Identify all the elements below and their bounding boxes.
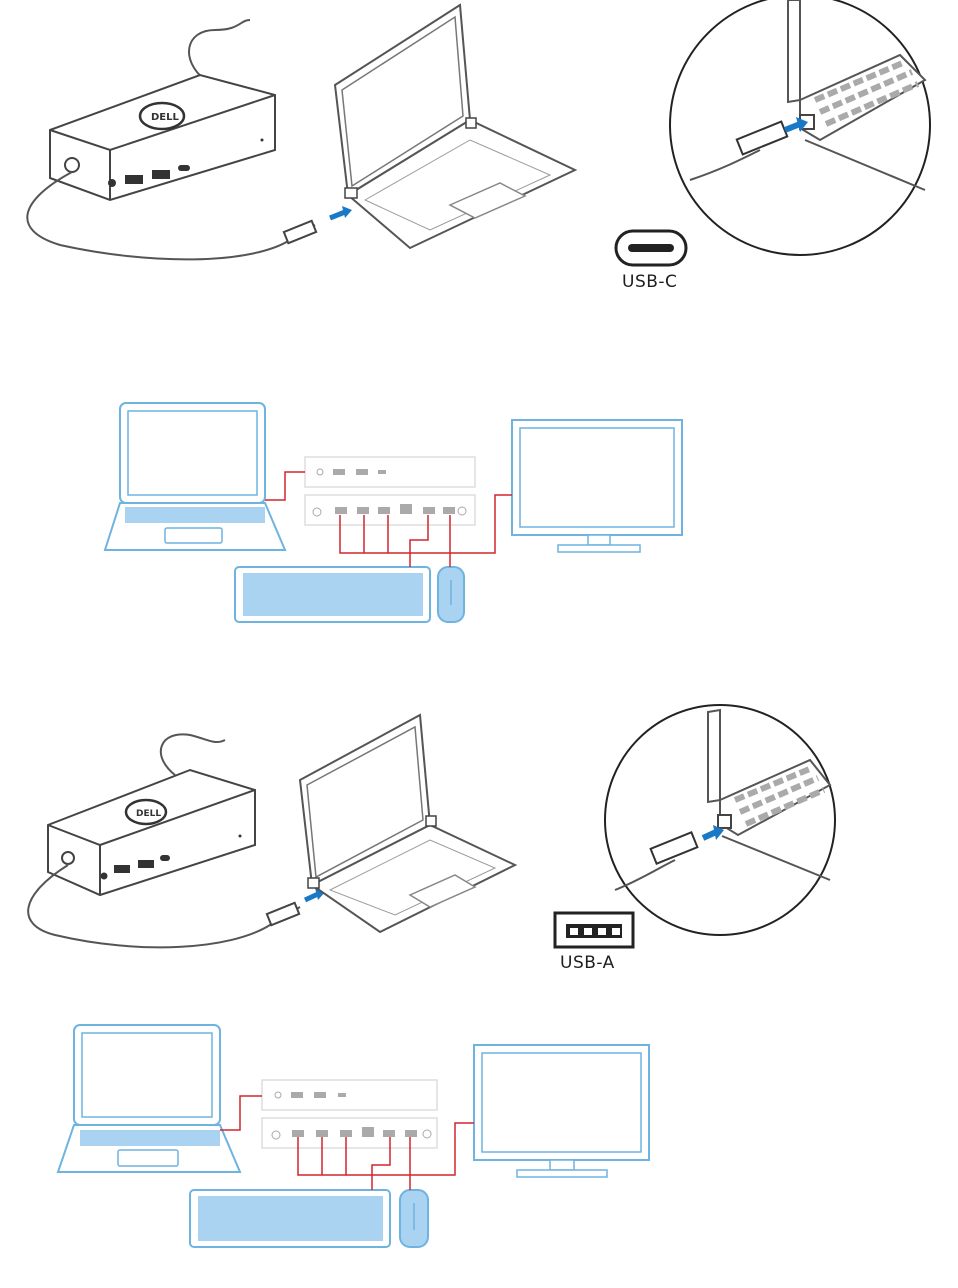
usb-port (152, 170, 170, 179)
zoom-detail (670, 0, 930, 255)
dell-logo-text: DELL (151, 112, 180, 123)
insert-arrow-icon (305, 894, 318, 900)
usb-a-setup-panel: DELL (0, 700, 958, 980)
laptop (300, 715, 515, 932)
keyboard-outline (235, 567, 430, 622)
usb-a-peripherals-illustration (0, 1020, 958, 1280)
dell-logo-text: DELL (136, 809, 161, 819)
laptop-outline (105, 403, 285, 550)
laptop-outline (58, 1025, 240, 1172)
usb-a-setup-illustration: DELL (0, 700, 958, 980)
laptop (335, 5, 575, 248)
usb-c-setup-illustration: DELL (0, 0, 958, 300)
dock-station: DELL (50, 75, 275, 200)
usb-port (125, 175, 143, 184)
dock-top-view (305, 457, 475, 525)
keyboard-outline (190, 1190, 390, 1247)
usb-c-port (178, 165, 190, 171)
touchpad (118, 1150, 178, 1166)
dock-station: DELL (48, 770, 255, 895)
touchpad (165, 528, 222, 543)
insert-arrow-icon (330, 212, 345, 218)
power-cable (161, 734, 225, 775)
power-cable (189, 20, 250, 80)
usb-port (114, 865, 130, 873)
usb-c-setup-panel: DELL (0, 0, 958, 300)
monitor-outline (474, 1045, 649, 1177)
usb-c-peripherals-illustration (0, 395, 958, 635)
connector-label: USB-C (622, 272, 677, 292)
usb-a-peripherals-panel (0, 1020, 958, 1280)
usb-c-port (160, 855, 170, 861)
connector-label: USB-A (560, 953, 615, 973)
usb-c-peripherals-panel (0, 395, 958, 635)
usb-port (138, 860, 154, 868)
zoom-detail (605, 705, 835, 935)
monitor-outline (512, 420, 682, 552)
